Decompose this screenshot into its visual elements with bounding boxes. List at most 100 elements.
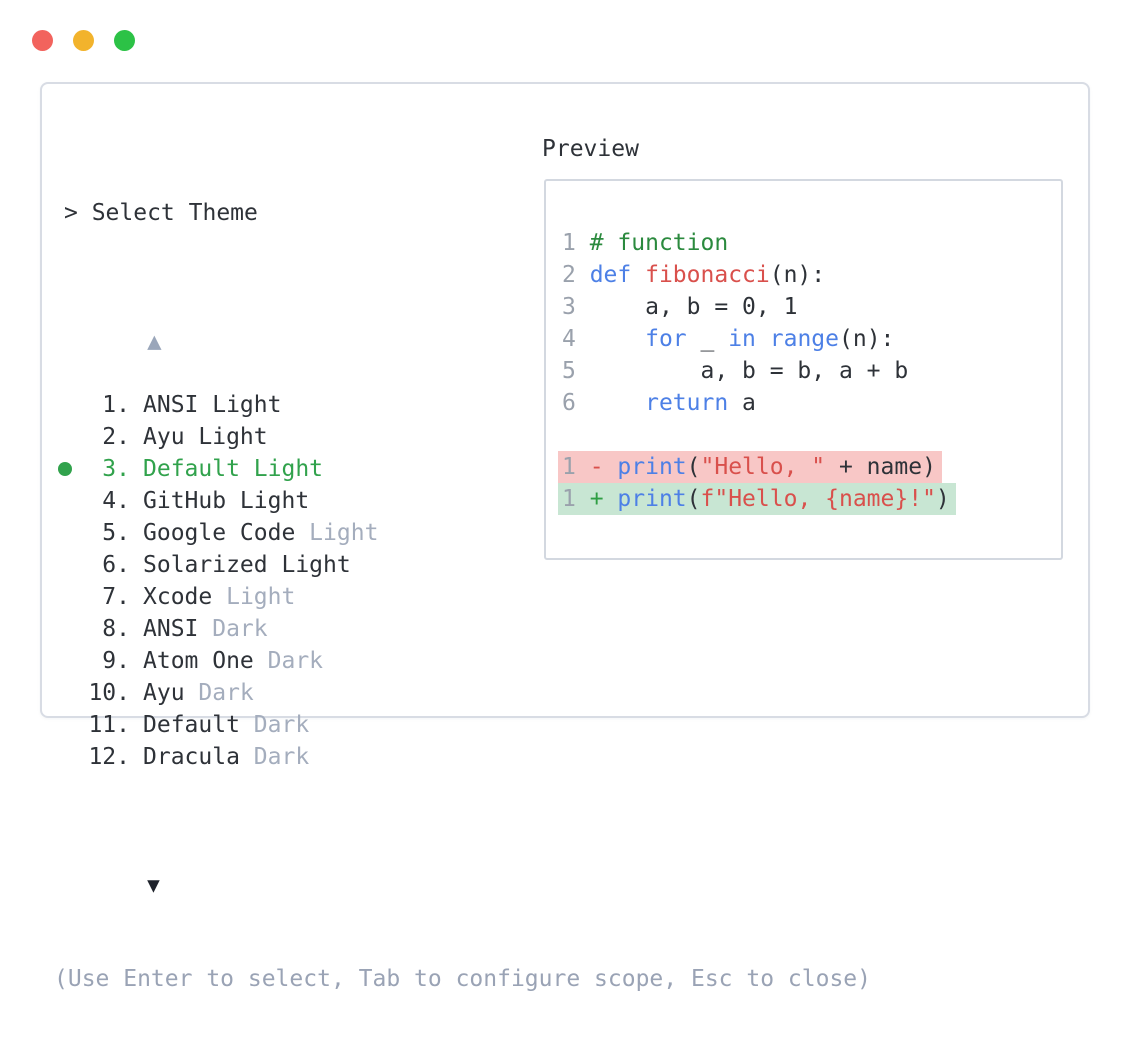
code-token-ln: 5 — [562, 358, 590, 384]
code-token-ln: 1 — [562, 454, 590, 480]
code-token-str: f"Hello, {name}!" — [700, 486, 936, 512]
code-line: 6 return a — [558, 387, 762, 419]
code-token-fn: fibonacci — [645, 262, 770, 288]
code-token-kw: print — [617, 454, 687, 480]
theme-item-number: 9. — [102, 648, 130, 674]
theme-item-atom-one[interactable]: 9. Atom One Dark — [56, 645, 871, 677]
theme-item-label: Google Code — [143, 520, 296, 546]
theme-item-label: GitHub Light — [143, 488, 310, 514]
code-token-kw: for — [645, 326, 687, 352]
code-token-cm: # function — [589, 230, 729, 256]
code-line: 3 a, b = 0, 1 — [558, 291, 803, 323]
theme-item-number: 5. — [102, 520, 130, 546]
minimize-button-icon[interactable] — [73, 30, 94, 51]
theme-item-ayu-light[interactable]: 2. Ayu Light — [56, 421, 871, 453]
theme-item-variant-label: Dark — [239, 744, 310, 770]
code-token-pl — [590, 326, 645, 352]
bullet-spacer — [56, 677, 86, 709]
code-token-pl: ) — [935, 486, 950, 512]
theme-item-label: Default Light — [143, 456, 324, 482]
code-token-pl — [590, 390, 645, 416]
bullet-spacer — [56, 549, 86, 581]
code-token-kw: in — [728, 326, 756, 352]
theme-item-label: ANSI — [143, 616, 199, 642]
code-token-ln: 6 — [562, 390, 590, 416]
theme-item-ansi[interactable]: 8. ANSI Dark — [56, 613, 871, 645]
code-token-pl — [631, 262, 645, 288]
code-token-pl — [756, 326, 770, 352]
bullet-spacer — [56, 581, 86, 613]
scroll-up-icon[interactable]: ▲ — [147, 327, 162, 355]
code-line: 5 a, b = b, a + b — [558, 355, 914, 387]
theme-item-number: 10. — [88, 680, 130, 706]
theme-item-ayu[interactable]: 10. Ayu Dark — [56, 677, 871, 709]
selected-dot-icon — [56, 453, 86, 485]
theme-item-default[interactable]: 11.Default Dark — [56, 709, 871, 741]
code-token-kw: return — [645, 390, 729, 416]
theme-item-label: Solarized Light — [143, 552, 351, 578]
code-token-ln: 2 — [562, 262, 590, 288]
theme-item-label: Dracula — [143, 744, 240, 770]
code-token-ln: 3 — [562, 294, 590, 320]
code-token-pl: (n): — [839, 326, 895, 352]
window-controls — [32, 30, 135, 51]
theme-item-number: 11. — [88, 712, 130, 738]
code-line: 1 # function — [558, 227, 734, 259]
bullet-spacer — [56, 389, 86, 421]
theme-item-number: 1. — [102, 392, 130, 418]
code-token-ln: 1 — [562, 486, 590, 512]
theme-item-label: Default — [143, 712, 240, 738]
code-token-pl: ( — [686, 454, 701, 480]
theme-item-google-code[interactable]: 5. Google Code Light — [56, 517, 871, 549]
theme-item-number: 3. — [102, 456, 130, 482]
theme-item-github-light[interactable]: 4.GitHub Light — [56, 485, 871, 517]
theme-item-number: 2. — [102, 424, 130, 450]
theme-item-number: 6. — [102, 552, 130, 578]
theme-item-number: 8. — [102, 616, 130, 642]
code-token-pl: a, b = 0, 1 — [589, 294, 798, 320]
theme-item-label: Ayu — [143, 680, 185, 706]
bullet-spacer — [56, 709, 86, 741]
bullet-spacer — [56, 645, 86, 677]
diff-line-removed: 1 - print("Hello, " + name) — [558, 451, 942, 483]
theme-item-ansi-light[interactable]: 1. ANSI Light — [56, 389, 871, 421]
keyboard-hint: (Use Enter to select, Tab to configure s… — [54, 966, 871, 992]
code-token-pl: (n): — [769, 262, 826, 288]
theme-item-label: ANSI Light — [143, 392, 282, 418]
preview-title: Preview — [542, 136, 639, 162]
close-button-icon[interactable] — [32, 30, 53, 51]
theme-item-xcode[interactable]: 7.Xcode Light — [56, 581, 871, 613]
bullet-spacer — [56, 485, 86, 517]
code-token-pl: a, b = b, a + b — [589, 358, 909, 384]
theme-item-variant-label: Light — [295, 520, 379, 546]
theme-item-default-light[interactable]: 3. Default Light — [56, 453, 871, 485]
code-token-add: + — [589, 486, 618, 512]
bullet-spacer — [56, 613, 86, 645]
theme-item-variant-label: Dark — [198, 616, 268, 642]
theme-item-variant-label: Dark — [253, 648, 324, 674]
code-line: 4 for _ in range(n): — [558, 323, 900, 355]
code-line: 2 def fibonacci(n): — [558, 259, 831, 291]
code-token-pl: ( — [686, 486, 701, 512]
code-token-kw: def — [589, 262, 632, 288]
bullet-spacer — [56, 741, 86, 773]
code-token-pl: + name) — [825, 454, 936, 480]
theme-item-label: Atom One — [143, 648, 254, 674]
theme-item-label: Xcode — [143, 584, 213, 610]
code-token-kw: print — [617, 486, 687, 512]
zoom-button-icon[interactable] — [114, 30, 135, 51]
theme-item-variant-label: Dark — [184, 680, 254, 706]
scroll-down-icon[interactable]: ▼ — [147, 873, 160, 897]
code-token-ln: 4 — [562, 326, 590, 352]
theme-item-label: Ayu Light — [143, 424, 268, 450]
code-token-kw: range — [769, 326, 839, 352]
theme-item-number: 12. — [88, 744, 130, 770]
code-line — [558, 419, 582, 451]
theme-item-dracula[interactable]: 12. Dracula Dark — [56, 741, 871, 773]
theme-item-solarized-light[interactable]: 6. Solarized Light — [56, 549, 871, 581]
theme-item-number: 7. — [102, 584, 130, 610]
green-dot-icon — [58, 462, 72, 476]
